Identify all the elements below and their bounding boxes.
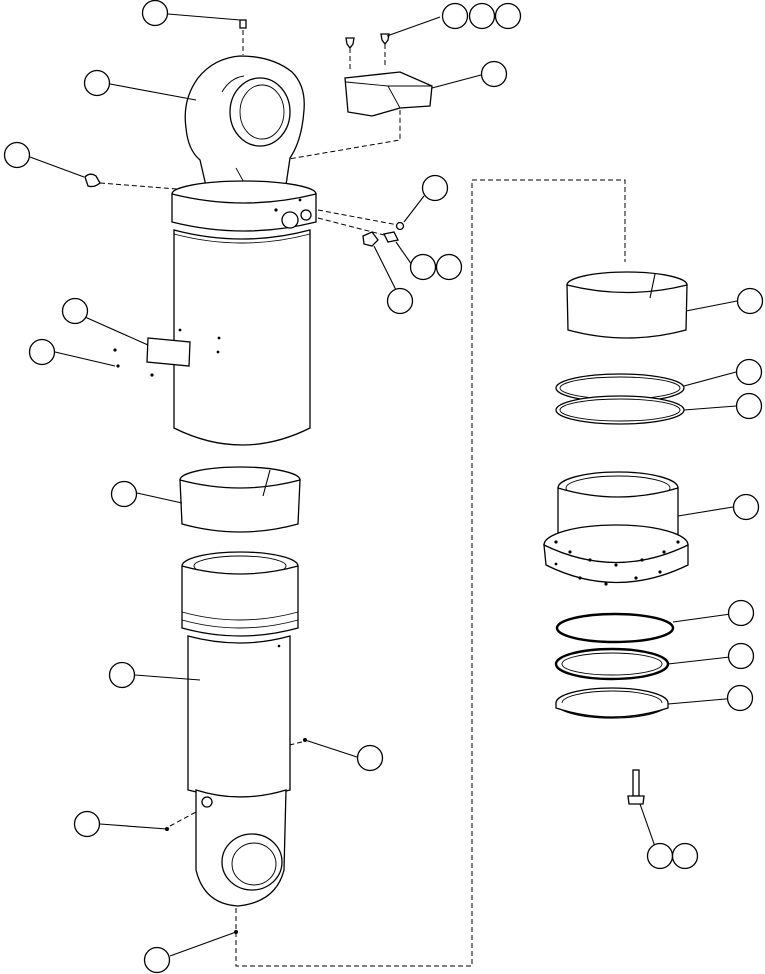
decal-rivet-d: [113, 348, 117, 352]
decal-rivet-f: [150, 373, 154, 377]
rod-mark: [277, 644, 281, 648]
decal-rivet-b: [217, 336, 221, 340]
callout-eye-head: [83, 69, 111, 97]
barrel-top-collar: [171, 193, 317, 232]
decal-rivet-a: [178, 328, 182, 332]
callout-wear-band-left: [110, 480, 138, 508]
guide-line-rod-pin: [284, 741, 303, 747]
rod-head-ring-a: [181, 611, 299, 621]
callout-cover-screw-b: [468, 2, 496, 30]
gland-bolt-head: [627, 795, 645, 805]
side-fitting-elbow: [362, 231, 379, 247]
callout-wear-band-right: [736, 287, 764, 315]
gland-assembly: [543, 471, 689, 586]
callout-rod-pin: [356, 744, 384, 772]
callout-decal: [61, 297, 89, 325]
seal-ring-b: [555, 395, 685, 425]
side-fitting-washer: [395, 221, 405, 231]
rod-shaft: [187, 635, 291, 798]
callout-side-nut-b: [435, 253, 463, 281]
guide-line-side-fitting-a: [317, 209, 399, 226]
callout-gland: [732, 493, 760, 521]
wear-band-right: [566, 271, 688, 339]
gland-bolt-holes: [554, 540, 680, 586]
seal-rings-lower: [554, 612, 675, 719]
seal-ring-b-inner: [559, 398, 681, 422]
callout-decal-rivet: [28, 338, 56, 366]
barrel-port-large: [281, 211, 299, 229]
callout-gland-bolt-b: [671, 842, 699, 870]
cover-plate-edge: [345, 81, 432, 87]
assembly-guide-lines: [99, 30, 637, 967]
callout-seal-ring-d: [727, 642, 755, 670]
top-hardware: [84, 19, 433, 247]
callout-cover-screw-a: [441, 2, 469, 30]
cover-plate-fold: [387, 85, 401, 109]
callout-side-washer: [421, 174, 449, 202]
callout-rod-plug: [73, 810, 101, 838]
decal-rivet-e: [116, 364, 120, 368]
rod-eye-bore-inner: [231, 842, 277, 886]
seal-rings-upper: [555, 373, 685, 425]
gland-bolt-shank: [632, 769, 640, 797]
barrel-decal-plate: [146, 337, 191, 367]
callouts: [3, 0, 764, 974]
rod-head-ring-b: [181, 619, 299, 629]
wear-band-left: [179, 466, 301, 533]
decal-rivet-c: [216, 350, 220, 354]
rod-head-body: [181, 565, 299, 637]
wear-band-right-body: [566, 284, 688, 339]
barrel-port-small: [300, 209, 312, 221]
guide-line-cover-plate: [282, 110, 401, 161]
gland-bolt: [627, 769, 645, 805]
top-set-screw: [239, 19, 247, 29]
guide-line-side-fitting-b: [317, 217, 389, 237]
rod-eye-port: [201, 796, 213, 808]
piston-rod-assembly: [165, 551, 307, 934]
cover-plate: [344, 71, 433, 117]
seal-ring-e-side: [555, 703, 669, 718]
grease-fitting-left: [84, 173, 101, 188]
seal-ring-d: [554, 647, 670, 681]
callout-side-nut-a: [409, 253, 437, 281]
callout-cover-plate: [480, 60, 508, 88]
barrel-eye-edge: [221, 75, 245, 93]
callout-seal-ring-c: [727, 599, 755, 627]
seal-ring-d-inner: [561, 652, 663, 676]
seal-ring-c: [555, 612, 675, 644]
leader-lines: [29, 13, 740, 957]
barrel-body-seam: [173, 233, 311, 244]
rod-eye-bore: [221, 833, 283, 891]
callout-seal-ring-a: [735, 358, 763, 386]
side-fitting-nut: [383, 231, 399, 243]
callout-seal-ring-e: [726, 684, 754, 712]
barrel-eye-bore: [229, 77, 291, 147]
barrel-body: [173, 229, 311, 446]
barrel-port-mark-a: [274, 208, 278, 212]
callout-piston-rod: [108, 661, 136, 689]
callout-cover-screw-c: [494, 2, 522, 30]
callout-side-elbow: [386, 287, 414, 315]
callout-top-screw: [141, 0, 169, 27]
wear-band-right-split: [649, 273, 656, 299]
callout-grease-fitting: [3, 141, 31, 169]
guide-line-rod-plug: [169, 811, 197, 827]
wear-band-split: [262, 469, 271, 497]
cover-screw-left: [345, 37, 355, 50]
guide-line-grease-fitting: [99, 182, 191, 191]
wear-band-body: [179, 479, 301, 533]
callout-gland-bolt-a: [646, 842, 674, 870]
cylinder-barrel-assembly: [113, 55, 317, 446]
cover-screw-right: [380, 33, 390, 46]
callout-rod-bottom-plug: [143, 946, 171, 974]
barrel-port-mark-b: [298, 198, 302, 202]
callout-seal-ring-b: [735, 392, 763, 420]
barrel-eye-bore-inner: [239, 84, 285, 140]
